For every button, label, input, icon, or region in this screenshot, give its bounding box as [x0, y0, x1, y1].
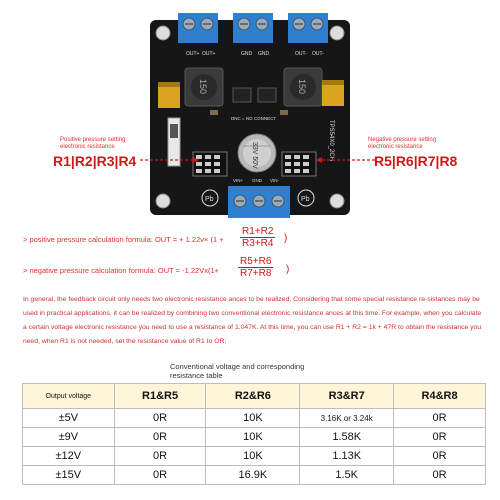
- table-cell: 1.13K: [299, 446, 395, 466]
- silkscreen-dnc: DNC = NO CONNECT: [231, 116, 276, 121]
- table-cell: 0R: [113, 427, 207, 447]
- positive-formula: > positive pressure calculation formula:…: [23, 235, 224, 244]
- table-caption: Conventional voltage and corresponding r…: [170, 362, 305, 380]
- svg-text:150: 150: [198, 79, 208, 94]
- mounting-hole: [329, 25, 345, 41]
- label-out-plus-2: OUT+: [202, 51, 216, 57]
- pcb-board-image: OUT+ OUT+ GND GND OUT- OUT- 150 150 DNC …: [140, 13, 375, 218]
- table-cell: 0R: [393, 465, 486, 485]
- table-cell: 10K: [205, 446, 301, 466]
- header-output-voltage: Output voltage: [22, 383, 115, 409]
- label-out-minus-2: OUT-: [312, 51, 324, 57]
- tantalum-cap-left: [158, 82, 180, 108]
- table-cell: 16.9K: [205, 465, 301, 485]
- header-r4r8: R4&R8: [393, 383, 486, 409]
- silkscreen-model: TPS54X0_2CH: [328, 120, 334, 161]
- header-r2r6: R2&R6: [205, 383, 301, 409]
- label-vin-minus: VIN-: [270, 178, 280, 183]
- left-resistor-labels: R1|R2|R3|R4: [53, 153, 137, 169]
- label-bottom-gnd: GND: [252, 178, 263, 183]
- table-cell: ±5V: [22, 408, 115, 428]
- right-caption: Negative pressure setting electronic res…: [368, 137, 437, 150]
- negative-formula: > negative pressure calculation formula:…: [23, 266, 220, 275]
- explanation-paragraph: In general, the feedback circuit only ne…: [23, 296, 482, 345]
- ic-chip: [257, 87, 277, 103]
- electrolytic-capacitor: 33V 50V: [237, 133, 277, 173]
- negative-close-paren: ): [286, 264, 290, 275]
- label-gnd-2: GND: [258, 51, 270, 57]
- header-r1r5: R1&R5: [113, 383, 207, 409]
- table-cell: ±9V: [22, 427, 115, 447]
- table-cell: 1.58K: [299, 427, 395, 447]
- svg-text:150: 150: [297, 79, 307, 94]
- negative-fraction: R5+R6 R7+R8: [238, 256, 274, 279]
- table-row: ±5V 0R 10K 3.16K or 3.24k 0R: [22, 408, 486, 428]
- table-cell: 10K: [205, 408, 301, 428]
- table-cell: 0R: [393, 427, 486, 447]
- resistance-table: Output voltage R1&R5 R2&R6 R3&R7 R4&R8 ±…: [22, 383, 486, 485]
- table-row: ±12V 0R 10K 1.13K 0R: [22, 446, 486, 466]
- mounting-hole: [155, 25, 171, 41]
- left-caption: Positive pressure setting electronic res…: [60, 137, 126, 150]
- negative-numerator: R5+R6: [238, 256, 274, 268]
- table-cell: 0R: [393, 408, 486, 428]
- svg-text:Pb: Pb: [301, 196, 310, 203]
- svg-text:33V 50V: 33V 50V: [251, 142, 258, 169]
- table-cell: 0R: [113, 408, 207, 428]
- resistor-pads-right: [281, 151, 317, 177]
- resistor-pads-left: [192, 151, 228, 177]
- terminal-block-input: [228, 186, 290, 218]
- table-cell: 1.5K: [299, 465, 395, 485]
- table-row: ±9V 0R 10K 1.58K 0R: [22, 427, 486, 447]
- negative-denominator: R7+R8: [240, 268, 272, 279]
- label-gnd-1: GND: [241, 51, 253, 57]
- table-cell: 10K: [205, 427, 301, 447]
- positive-denominator: R3+R4: [242, 238, 274, 249]
- terminal-block-out-minus: [288, 13, 328, 43]
- terminal-block-gnd: [233, 13, 273, 43]
- label-out-minus-1: OUT-: [295, 51, 307, 57]
- table-cell: ±15V: [22, 465, 115, 485]
- terminal-block-out-plus: [178, 13, 218, 43]
- table-cell: 0R: [393, 446, 486, 466]
- positive-close-paren: ): [284, 233, 288, 244]
- right-resistor-labels: R5|R6|R7|R8: [374, 153, 458, 169]
- mounting-hole: [155, 193, 171, 209]
- mounting-hole: [329, 193, 345, 209]
- header-r3r7: R3&R7: [299, 383, 395, 409]
- table-header-row: Output voltage R1&R5 R2&R6 R3&R7 R4&R8: [22, 383, 486, 409]
- inductor-right: 150: [283, 67, 323, 107]
- table-cell: 3.16K or 3.24k: [299, 408, 395, 428]
- label-vin-plus: VIN+: [233, 178, 244, 183]
- table-cell: 0R: [113, 465, 207, 485]
- label-out-plus-1: OUT+: [186, 51, 200, 57]
- positive-fraction: R1+R2 R3+R4: [240, 226, 276, 249]
- pb-free-mark-right: Pb: [297, 189, 315, 207]
- pb-free-mark-left: Pb: [201, 189, 219, 207]
- svg-text:Pb: Pb: [205, 196, 214, 203]
- inductor-left: 150: [184, 67, 224, 107]
- table-row: ±15V 0R 16.9K 1.5K 0R: [22, 465, 486, 485]
- table-cell: ±12V: [22, 446, 115, 466]
- positive-numerator: R1+R2: [240, 226, 276, 238]
- table-cell: 0R: [113, 446, 207, 466]
- ic-chip: [232, 87, 252, 103]
- tantalum-cap-right: [322, 80, 344, 106]
